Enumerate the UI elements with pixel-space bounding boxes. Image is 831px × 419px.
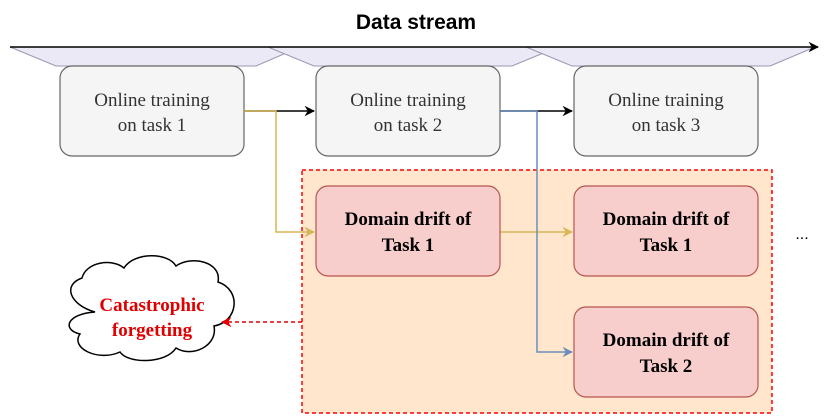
cloud-line1: Catastrophic bbox=[99, 295, 204, 316]
funnel-1 bbox=[9, 46, 301, 67]
online-box-2-line1: Online training bbox=[350, 90, 466, 111]
online-box-3: Online training on task 3 bbox=[573, 65, 759, 157]
drift-box-3-line1: Domain drift of bbox=[603, 330, 730, 351]
continuation-ellipsis: ... bbox=[795, 226, 808, 243]
drift-box-1: Domain drift of Task 1 bbox=[315, 185, 501, 277]
drift-box-1-line2: Task 1 bbox=[382, 235, 435, 256]
stream-funnels bbox=[9, 46, 816, 67]
drift-box-1-line1: Domain drift of bbox=[345, 209, 472, 230]
online-box-3-line2: on task 3 bbox=[632, 115, 701, 136]
online-box-1-line1: Online training bbox=[94, 90, 210, 111]
drift-box-2: Domain drift of Task 1 bbox=[573, 185, 759, 277]
online-box-3-line1: Online training bbox=[608, 90, 724, 111]
blue-arrow-to-drift-3 bbox=[500, 110, 574, 358]
drift-box-2-line2: Task 1 bbox=[640, 235, 693, 256]
gold-arrow-to-drift-1 bbox=[244, 110, 316, 238]
funnel-3 bbox=[525, 46, 816, 67]
drift-box-3-line2: Task 2 bbox=[640, 356, 693, 377]
online-box-1-line2: on task 1 bbox=[118, 115, 187, 136]
online-box-2: Online training on task 2 bbox=[315, 65, 501, 157]
cloud-icon bbox=[68, 255, 235, 362]
catastrophic-forgetting-cloud: Catastrophic forgetting bbox=[68, 255, 235, 362]
cloud-line2: forgetting bbox=[112, 320, 193, 341]
funnel-2 bbox=[267, 46, 559, 67]
drift-box-2-line1: Domain drift of bbox=[603, 209, 730, 230]
diagram-title: Data stream bbox=[356, 11, 476, 34]
drift-box-3: Domain drift of Task 2 bbox=[573, 306, 759, 398]
online-box-1: Online training on task 1 bbox=[59, 65, 245, 157]
online-box-2-line2: on task 2 bbox=[374, 115, 443, 136]
